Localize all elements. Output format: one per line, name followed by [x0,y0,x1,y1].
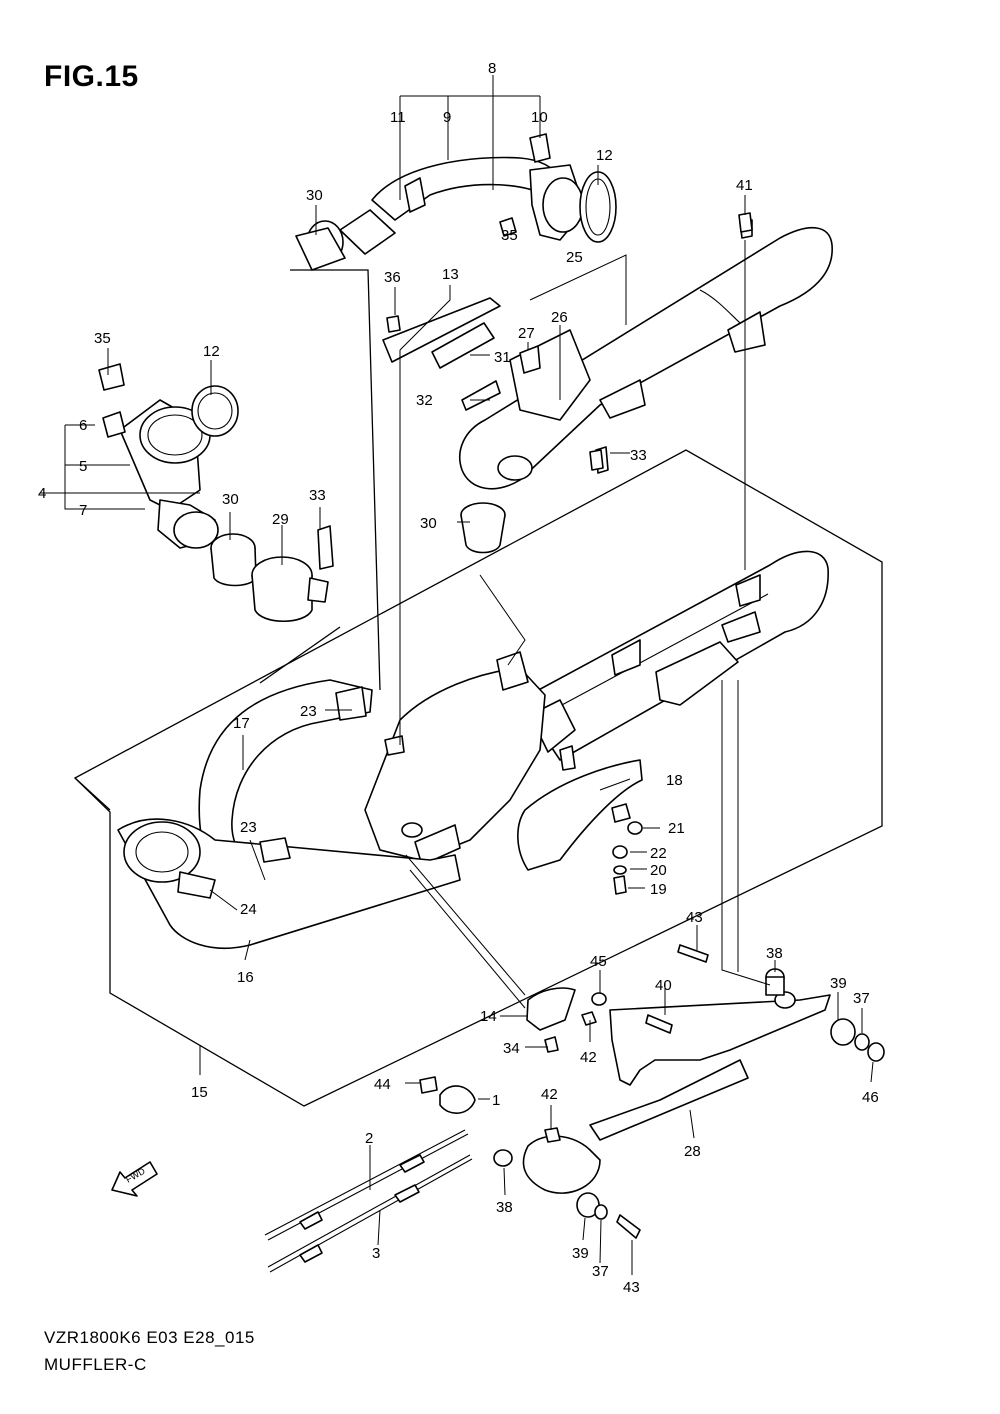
callout-7: 7 [79,502,87,519]
callout-22: 22 [650,845,667,862]
hardware-18-22 [611,803,643,895]
callout-17: 17 [233,715,250,732]
callout-43: 43 [623,1279,640,1296]
callout-33: 33 [309,487,326,504]
callout-41: 41 [736,177,753,194]
callout-2: 2 [365,1130,373,1147]
assembly-box-15 [73,449,883,1107]
callout-12: 12 [596,147,613,164]
callout-16: 16 [237,969,254,986]
exhaust-pipe-lower [117,679,461,949]
callout-27: 27 [518,325,535,342]
callout-31: 31 [494,349,511,366]
callout-11: 11 [390,109,406,126]
callout-38: 38 [496,1199,513,1216]
callout-19: 19 [650,881,667,898]
callout-39: 39 [830,975,847,992]
callout-44: 44 [374,1076,391,1093]
group-box-outline [290,269,381,691]
callout-25: 25 [566,249,583,266]
sleeve-30 [460,502,506,554]
callout-40: 40 [655,977,672,994]
callout-14: 14 [480,1008,497,1025]
callout-15: 15 [191,1084,208,1101]
callout-38: 38 [766,945,783,962]
callout-42: 42 [541,1086,558,1103]
muffler-upper [382,219,833,490]
callout-26: 26 [551,309,568,326]
callout-28: 28 [684,1143,701,1160]
callout-12: 12 [203,343,220,360]
callout-23: 23 [300,703,317,720]
callout-34: 34 [503,1040,520,1057]
callout-1: 1 [492,1092,500,1109]
callout-30: 30 [222,491,239,508]
callout-10: 10 [531,109,548,126]
callout-46: 46 [862,1089,879,1106]
footer-diagram-name: MUFFLER-C [44,1355,147,1374]
callout-30: 30 [306,187,323,204]
callout-29: 29 [272,511,289,528]
joint-pipe-left [98,363,334,622]
callout-24: 24 [240,901,257,918]
callout-8: 8 [488,60,496,77]
callout-43: 43 [686,909,703,926]
exhaust-pipe-upper [295,133,617,271]
callout-18: 18 [666,772,683,789]
heat-shield-18 [517,759,643,871]
callout-23: 23 [240,819,257,836]
callout-35: 35 [94,330,111,347]
callout-4: 4 [38,485,46,502]
callout-35: 35 [501,227,518,244]
callout-9: 9 [443,109,451,126]
figure-title: FIG.15 [44,60,139,93]
callout-39: 39 [572,1245,589,1262]
bracket-28 [522,991,831,1194]
callout-labels: 8 9 10 11 12 30 35 41 25 26 27 36 13 31 … [38,60,879,1296]
leader-lines [40,75,874,1275]
callout-20: 20 [650,862,667,879]
callout-21: 21 [668,820,685,837]
callout-13: 13 [442,266,459,283]
callout-42: 42 [580,1049,597,1066]
callout-33: 33 [630,447,647,464]
callout-3: 3 [372,1245,380,1262]
callout-36: 36 [384,269,401,286]
callout-45: 45 [590,953,607,970]
callout-32: 32 [416,392,433,409]
hardware-37-46 [386,212,885,1239]
callout-37: 37 [592,1263,609,1280]
muffler-main [364,550,829,866]
footer-diagram-code: VZR1800K6 E03 E28_015 [44,1328,255,1347]
cables-2-3 [264,1129,473,1273]
callout-37: 37 [853,990,870,1007]
callout-6: 6 [79,417,87,434]
forward-arrow-icon: FWD [111,1161,158,1197]
callout-30: 30 [420,515,437,532]
callout-5: 5 [79,458,87,475]
